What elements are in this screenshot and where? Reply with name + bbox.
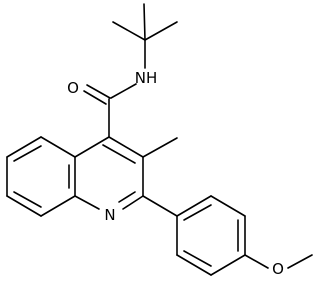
- bond: [183, 250, 212, 267]
- bond: [74, 195, 100, 210]
- amide-oxygen-label: O: [67, 79, 79, 97]
- ring-nitrogen-label: N: [104, 206, 115, 224]
- bond: [176, 195, 212, 217]
- bond: [83, 90, 107, 105]
- bond: [176, 254, 212, 276]
- bond: [74, 136, 110, 158]
- bond: [144, 21, 178, 41]
- bond: [110, 83, 137, 99]
- methoxyphenyl-ring: [176, 195, 246, 276]
- bond: [13, 191, 42, 208]
- benzo-ring: [6, 136, 76, 217]
- amide-group: [83, 39, 146, 138]
- bond: [183, 204, 212, 221]
- bond: [287, 254, 313, 269]
- bond: [210, 254, 246, 276]
- aryl-bond: [142, 195, 178, 217]
- bond: [102, 144, 136, 164]
- methoxy-group: [244, 254, 313, 269]
- bond: [244, 254, 269, 269]
- bond: [6, 195, 42, 217]
- bond: [210, 195, 246, 217]
- bond: [40, 195, 76, 217]
- amide-nitrogen-label: NH: [135, 69, 158, 87]
- bond: [86, 84, 111, 99]
- bond: [6, 136, 42, 158]
- bond: [108, 136, 144, 158]
- bond: [13, 145, 42, 162]
- methoxy-oxygen-label: O: [272, 260, 284, 278]
- bond: [122, 195, 144, 210]
- bond: [118, 191, 136, 203]
- bond: [40, 136, 76, 158]
- bond: [112, 21, 146, 41]
- pyridine-ring: [74, 136, 144, 210]
- methyl-bond: [142, 137, 178, 158]
- bond: [143, 3, 146, 41]
- tert-butyl-group: [112, 3, 178, 41]
